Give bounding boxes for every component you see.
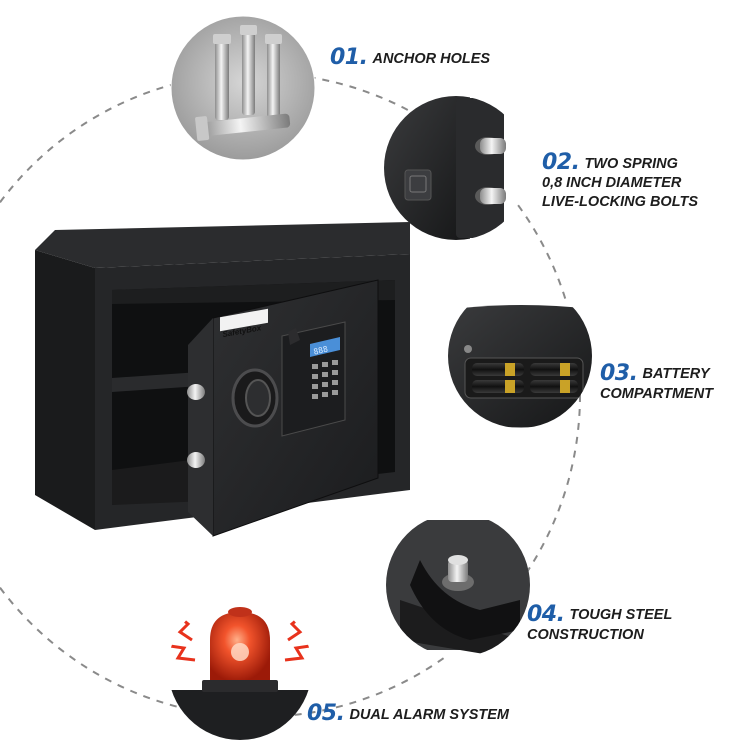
feature-steel-construction: 04. TOUGH STEEL CONSTRUCTION — [527, 604, 672, 645]
feature-label-line: DUAL ALARM SYSTEM — [349, 707, 509, 723]
feature-label-line: CONSTRUCTION — [527, 627, 644, 643]
feature-label-line: ANCHOR HOLES — [372, 51, 491, 67]
feature-number: 05. — [307, 701, 345, 726]
feature-label-line: 0,8 INCH DIAMETER — [542, 175, 682, 191]
feature-number: 03. — [600, 361, 638, 386]
safe-illustration — [35, 222, 410, 537]
feature-locking-bolts-detail: 0,8 INCH DIAMETER LIVE-LOCKING BOLTS — [542, 174, 698, 212]
feature-number: 04. — [527, 602, 565, 627]
feature-label-line: BATTERY — [642, 365, 710, 382]
feature-alarm-system: 05. DUAL ALARM SYSTEM — [307, 703, 509, 725]
feature-number: 02. — [542, 150, 580, 175]
anchor-bolts-image — [171, 16, 315, 160]
feature-battery-compartment: 03. BATTERY COMPARTMENT — [600, 363, 713, 404]
feature-label-line: TOUGH STEEL — [569, 606, 673, 623]
feature-anchor-holes: 01. ANCHOR HOLES — [330, 47, 490, 69]
steel-hinge-image — [386, 513, 530, 657]
feature-number: 01. — [330, 45, 368, 70]
alarm-light-icon — [168, 596, 312, 740]
feature-locking-bolts: 02. TWO SPRING — [542, 152, 678, 174]
feature-label-line: TWO SPRING — [584, 156, 678, 172]
battery-compartment-image — [448, 284, 592, 428]
feature-label-line: LIVE-LOCKING BOLTS — [542, 194, 699, 210]
feature-label-line: COMPARTMENT — [600, 386, 714, 402]
locking-bolts-image — [384, 96, 528, 240]
lcd-readout: 888 — [313, 344, 329, 356]
